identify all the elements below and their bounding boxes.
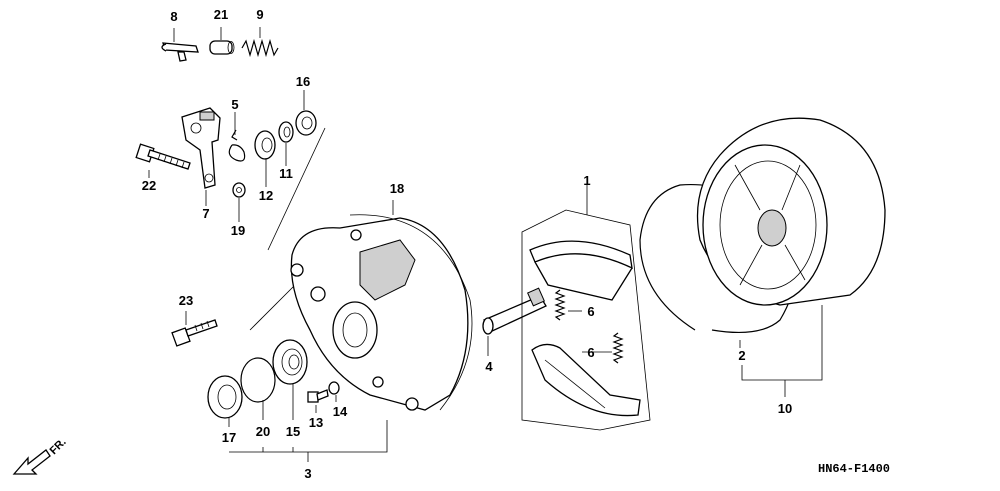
brake-panel (290, 214, 473, 411)
part-6-spring-upper (554, 289, 566, 321)
part-14-washer (328, 381, 340, 395)
front-indicator-label: FR. (48, 436, 69, 457)
label-18: 18 (390, 181, 404, 196)
label-3: 3 (304, 466, 311, 481)
label-5: 5 (231, 97, 238, 112)
label-22: 22 (142, 178, 156, 193)
part-12-seal (254, 130, 276, 160)
part-19-nut (232, 182, 246, 198)
label-11: 11 (279, 166, 293, 181)
part-8-pin (161, 42, 199, 62)
label-14: 14 (333, 404, 348, 419)
label-4: 4 (485, 359, 493, 374)
diagram-code: HN64-F1400 (818, 462, 890, 476)
label-8: 8 (170, 9, 177, 24)
label-20: 20 (256, 424, 270, 439)
label-7: 7 (202, 206, 209, 221)
front-arrow-icon: FR. (12, 436, 69, 475)
part-10-brake-drum (696, 117, 886, 306)
label-10: 10 (778, 401, 792, 416)
label-16: 16 (296, 74, 310, 89)
label-21: 21 (214, 7, 228, 22)
part-23-bolt (171, 319, 218, 347)
part-13-bolt (307, 389, 329, 403)
part-16-nut (295, 110, 317, 136)
part-1-shoe-lower (531, 343, 641, 417)
part-22-bolt (135, 143, 191, 170)
part-15-bearing (272, 339, 308, 385)
part-7-brake-arm (181, 107, 221, 189)
leader-lines (148, 27, 823, 462)
part-21-bushing (209, 40, 235, 55)
label-9: 9 (256, 7, 263, 22)
label-17: 17 (222, 430, 236, 445)
label-2: 2 (738, 348, 745, 363)
part-11-washer (278, 121, 294, 143)
label-12: 12 (259, 188, 273, 203)
label-1: 1 (583, 173, 590, 188)
label-6-lower: 6 (587, 345, 594, 360)
label-15: 15 (286, 424, 300, 439)
label-19: 19 (231, 223, 245, 238)
part-5-clip (228, 129, 246, 162)
label-23: 23 (179, 293, 193, 308)
part-20-oring (240, 357, 276, 403)
part-9-spring (241, 38, 279, 58)
part-4-camshaft (482, 287, 547, 335)
part-6-spring-lower (612, 332, 624, 364)
part-17-seal (207, 375, 243, 419)
part-1-shoe-upper (529, 240, 633, 301)
label-6-upper: 6 (587, 304, 594, 319)
label-13: 13 (309, 415, 323, 430)
